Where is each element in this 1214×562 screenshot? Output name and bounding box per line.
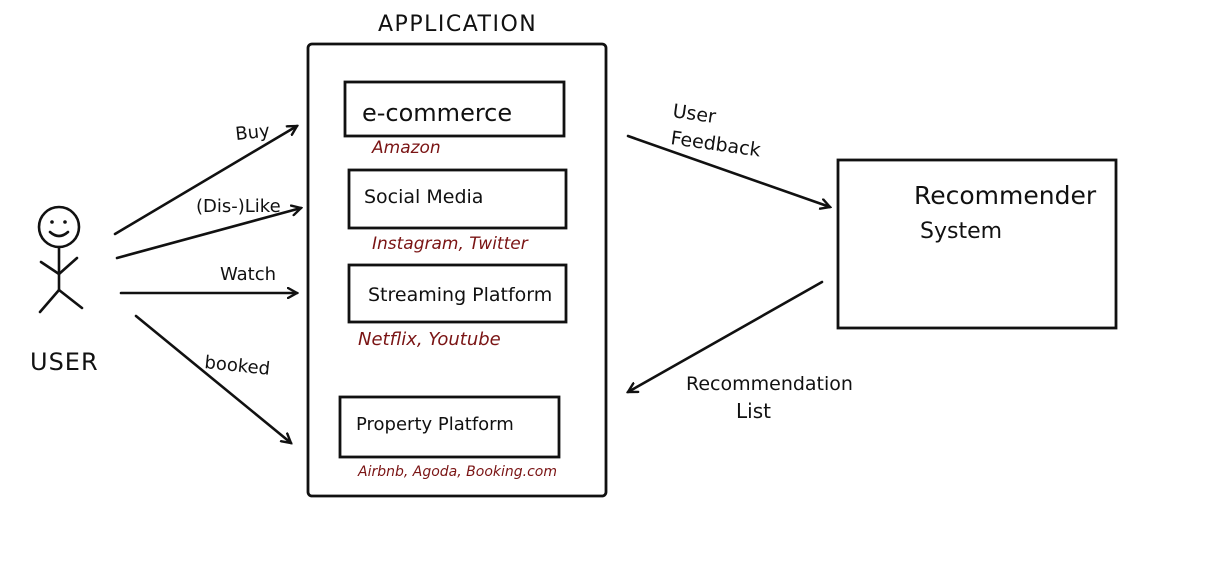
category-streaming-examples: Netflix, Youtube [358,329,501,350]
category-ecommerce-name: e-commerce [362,99,512,127]
user-feedback-arrow [626,134,830,207]
category-social-examples: Instagram, Twitter [372,234,529,254]
recommender-line1: Recommender [914,181,1097,210]
recommender-system-box [836,158,1118,330]
booked-arrow [134,314,291,443]
action-dislike: (Dis-)Like [196,196,281,217]
user-stick-figure-icon [37,205,84,314]
category-social-name: Social Media [364,186,483,208]
action-buy: Buy [234,120,271,145]
action-booked: booked [203,352,271,380]
feedback-line1: User [671,100,717,128]
category-ecommerce-box [343,80,566,138]
category-streaming-box [347,263,568,324]
action-watch: Watch [220,264,276,285]
like-arrow [115,208,301,260]
recommendation-list-arrow [628,280,824,394]
category-property-examples: Airbnb, Agoda, Booking.com [357,464,557,480]
recommendation-line2: List [736,399,771,423]
category-ecommerce-examples: Amazon [371,138,441,158]
category-property-box [338,395,561,459]
recommender-line2: System [920,219,1002,244]
category-streaming-name: Streaming Platform [368,284,552,306]
category-social-box [347,168,568,230]
application-title: APPLICATION [378,12,537,37]
action-arrows [113,124,301,443]
user-label: USER [30,348,99,376]
buy-arrow [113,124,297,236]
category-property-name: Property Platform [356,414,514,435]
recommendation-line1: Recommendation [686,373,853,395]
